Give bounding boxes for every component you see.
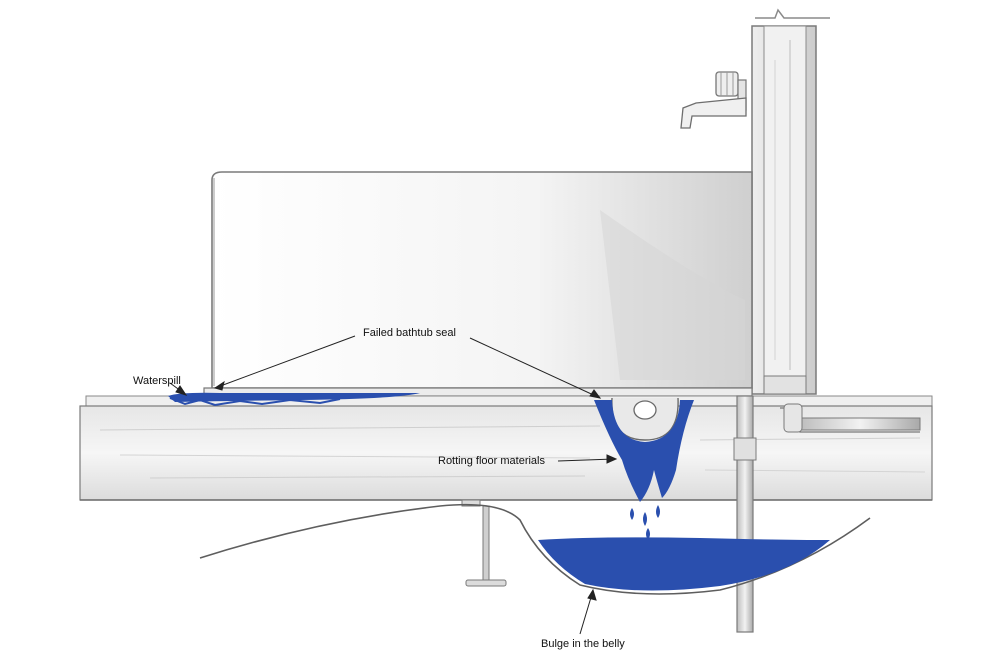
wall: [751, 8, 830, 395]
water-drops: [630, 505, 660, 540]
floor-support-post: [461, 499, 507, 587]
waterspill-label: Waterspill: [133, 375, 181, 387]
rotting-water: [594, 400, 694, 502]
drain-trap: [611, 397, 679, 441]
drain-pipe: [733, 395, 757, 633]
leader-lines: [169, 335, 618, 635]
belly-membrane: [199, 503, 871, 595]
floor-structure: [79, 395, 933, 501]
rotting-floor-materials-label: Rotting floor materials: [438, 455, 545, 467]
belly-water: [538, 537, 830, 591]
bathtub: [203, 171, 753, 397]
failed-bathtub-seal-label: Failed bathtub seal: [363, 327, 456, 339]
waterspill-stain: [168, 392, 420, 407]
bulge-in-the-belly-label: Bulge in the belly: [541, 638, 625, 650]
faucet: [680, 71, 747, 129]
supply-pipe: [780, 403, 921, 433]
